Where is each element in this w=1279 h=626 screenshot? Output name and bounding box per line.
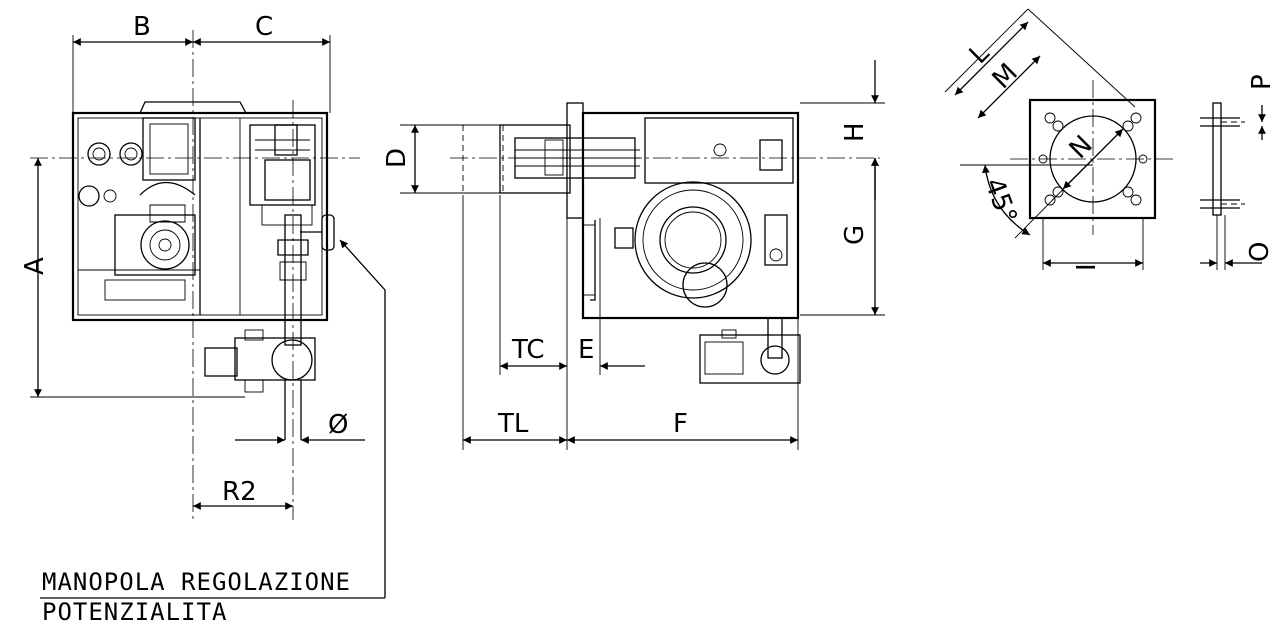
dim-label-h: H (840, 122, 870, 142)
dim-label-i: I (1072, 263, 1102, 271)
dim-label-n: N (1064, 130, 1099, 165)
dim-label-a: A (20, 257, 50, 275)
side-view (450, 102, 880, 384)
angle-label: 45° (978, 174, 1022, 228)
front-view-dimensions (30, 35, 386, 599)
dim-label-m: M (987, 58, 1024, 95)
dim-label-r2: R2 (222, 477, 257, 507)
caption-line-2: POTENZIALITA (42, 598, 227, 626)
flange-view (944, 8, 1175, 270)
dim-label-tl: TL (497, 409, 529, 439)
dim-label-tc: TC (511, 335, 545, 365)
dim-label-diameter: Ø (328, 410, 348, 440)
dim-label-l: L (964, 38, 996, 70)
dim-label-f: F (673, 409, 688, 439)
caption-line-1: MANOPOLA REGOLAZIONE (42, 568, 351, 596)
side-view-dimensions (400, 60, 885, 450)
dim-label-d: D (382, 148, 412, 168)
dim-label-o: O (1245, 242, 1275, 262)
dim-label-c: C (255, 12, 273, 42)
dim-label-b: B (133, 12, 151, 42)
dim-label-e: E (578, 335, 594, 365)
dim-label-p: P (1247, 74, 1277, 90)
flange-side-view (1200, 102, 1266, 270)
dim-label-g: G (840, 225, 870, 245)
front-view (30, 30, 360, 520)
